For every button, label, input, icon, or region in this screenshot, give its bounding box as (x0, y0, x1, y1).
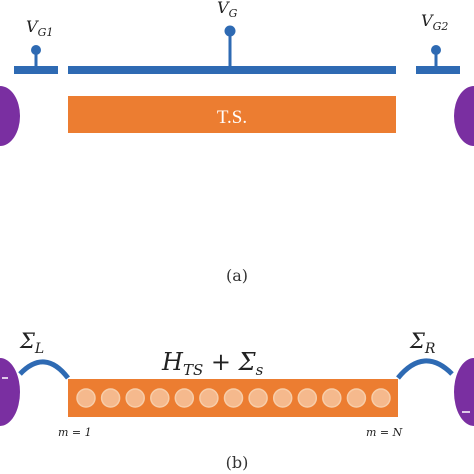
left-self-energy-label: ΣL (19, 329, 44, 357)
center-gate-label: VG (217, 0, 238, 20)
lattice-site (76, 388, 96, 408)
right-self-energy-label: ΣR (409, 329, 436, 357)
lattice-sites (76, 388, 391, 408)
lattice-site (248, 388, 268, 408)
left-gate-terminal (31, 45, 41, 55)
lattice-site (150, 388, 170, 408)
center-gate-electrode (68, 66, 396, 74)
right-gate-electrode (416, 66, 460, 74)
lattice-site (174, 388, 195, 408)
left-gate-label: VG1 (26, 17, 53, 39)
lattice-site (346, 388, 367, 408)
ts-wire (68, 96, 396, 133)
right-lead-b (454, 358, 474, 426)
lattice-site (322, 388, 342, 408)
panel-a: VG1 VG VG2 T.S. (a) (0, 0, 474, 285)
hamiltonian-label: HTS + Σs (161, 348, 264, 379)
ts-wire-label: T.S. (217, 107, 247, 128)
lattice-site (125, 388, 145, 408)
lattice-site (297, 388, 318, 408)
first-site-label: m = 1 (58, 426, 92, 439)
lattice-site (100, 388, 121, 408)
lattice-site (223, 388, 244, 408)
lattice-site (199, 388, 219, 408)
left-gate-electrode (14, 66, 58, 74)
left-coupling-arc (18, 359, 70, 380)
lattice-site (272, 388, 293, 408)
center-gate-terminal (224, 25, 236, 37)
right-gate-label: VG2 (421, 11, 448, 33)
right-gate-terminal (431, 45, 441, 55)
panel-b-caption: (b) (226, 453, 249, 472)
last-site-label: m = N (366, 426, 403, 439)
panel-b: ΣL ΣR HTS + Σs m = 1 m = N (b) (0, 329, 474, 472)
right-coupling-arc (396, 358, 454, 380)
left-lead-b (0, 358, 20, 426)
lattice-site (371, 388, 391, 408)
left-lead (0, 86, 20, 146)
right-lead (454, 86, 474, 146)
panel-a-caption: (a) (226, 266, 248, 285)
